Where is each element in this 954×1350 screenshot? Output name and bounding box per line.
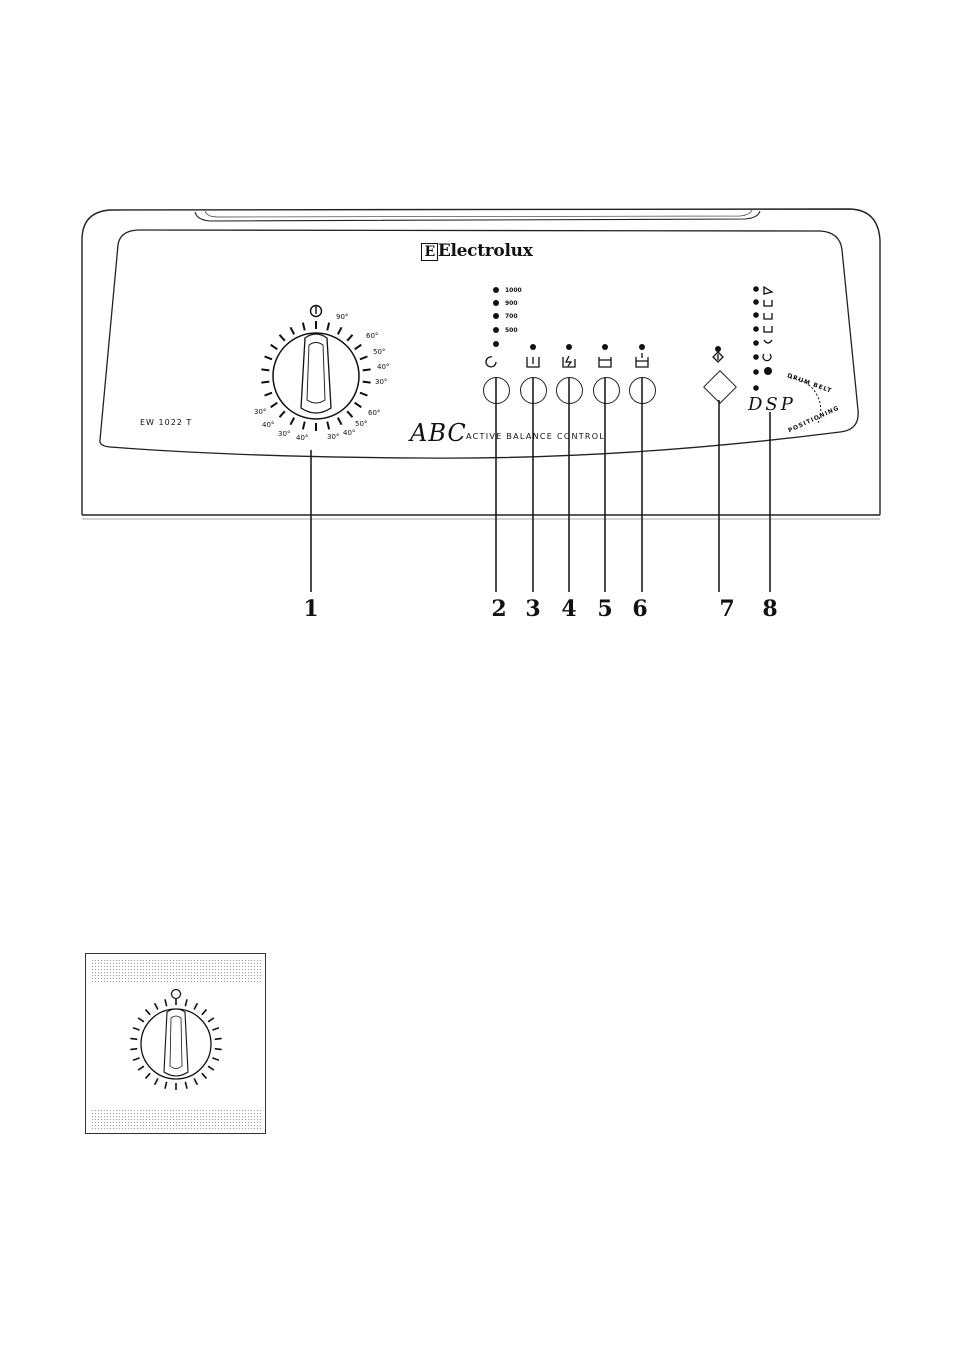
callout-2: 2 [487, 596, 511, 622]
dial-tick [212, 1028, 219, 1030]
dial-tick [133, 1058, 140, 1060]
dial-tick [138, 1018, 144, 1022]
dial-detail-inset [85, 953, 266, 1134]
callout-6: 6 [628, 596, 652, 622]
callout-8: 8 [758, 596, 782, 622]
dial-tick [138, 1066, 144, 1070]
callout-7: 7 [715, 596, 739, 622]
dial-tick [165, 999, 167, 1006]
dial-tick [212, 1058, 219, 1060]
dial-tick [133, 1028, 140, 1030]
callout-lines [0, 0, 954, 600]
callout-4: 4 [557, 596, 581, 622]
dial-tick [215, 1049, 222, 1050]
dial-tick [145, 1073, 150, 1078]
dial-tick [194, 1079, 197, 1085]
callout-5: 5 [593, 596, 617, 622]
dial-tick [155, 1003, 158, 1009]
dial-tick [130, 1049, 137, 1050]
dial-tick [185, 999, 187, 1006]
callout-1: 1 [299, 596, 323, 622]
dial-tick [130, 1038, 137, 1039]
dial-tick [165, 1082, 167, 1089]
callout-3: 3 [521, 596, 545, 622]
dial-tick [145, 1010, 150, 1015]
dial-tick [208, 1066, 214, 1070]
dial-tick [208, 1018, 214, 1022]
dial-tick [202, 1073, 207, 1078]
dial-tick [155, 1079, 158, 1085]
dial-tick [194, 1003, 197, 1009]
dial-tick [185, 1082, 187, 1089]
dial-tick [202, 1010, 207, 1015]
dial-tick [215, 1038, 222, 1039]
